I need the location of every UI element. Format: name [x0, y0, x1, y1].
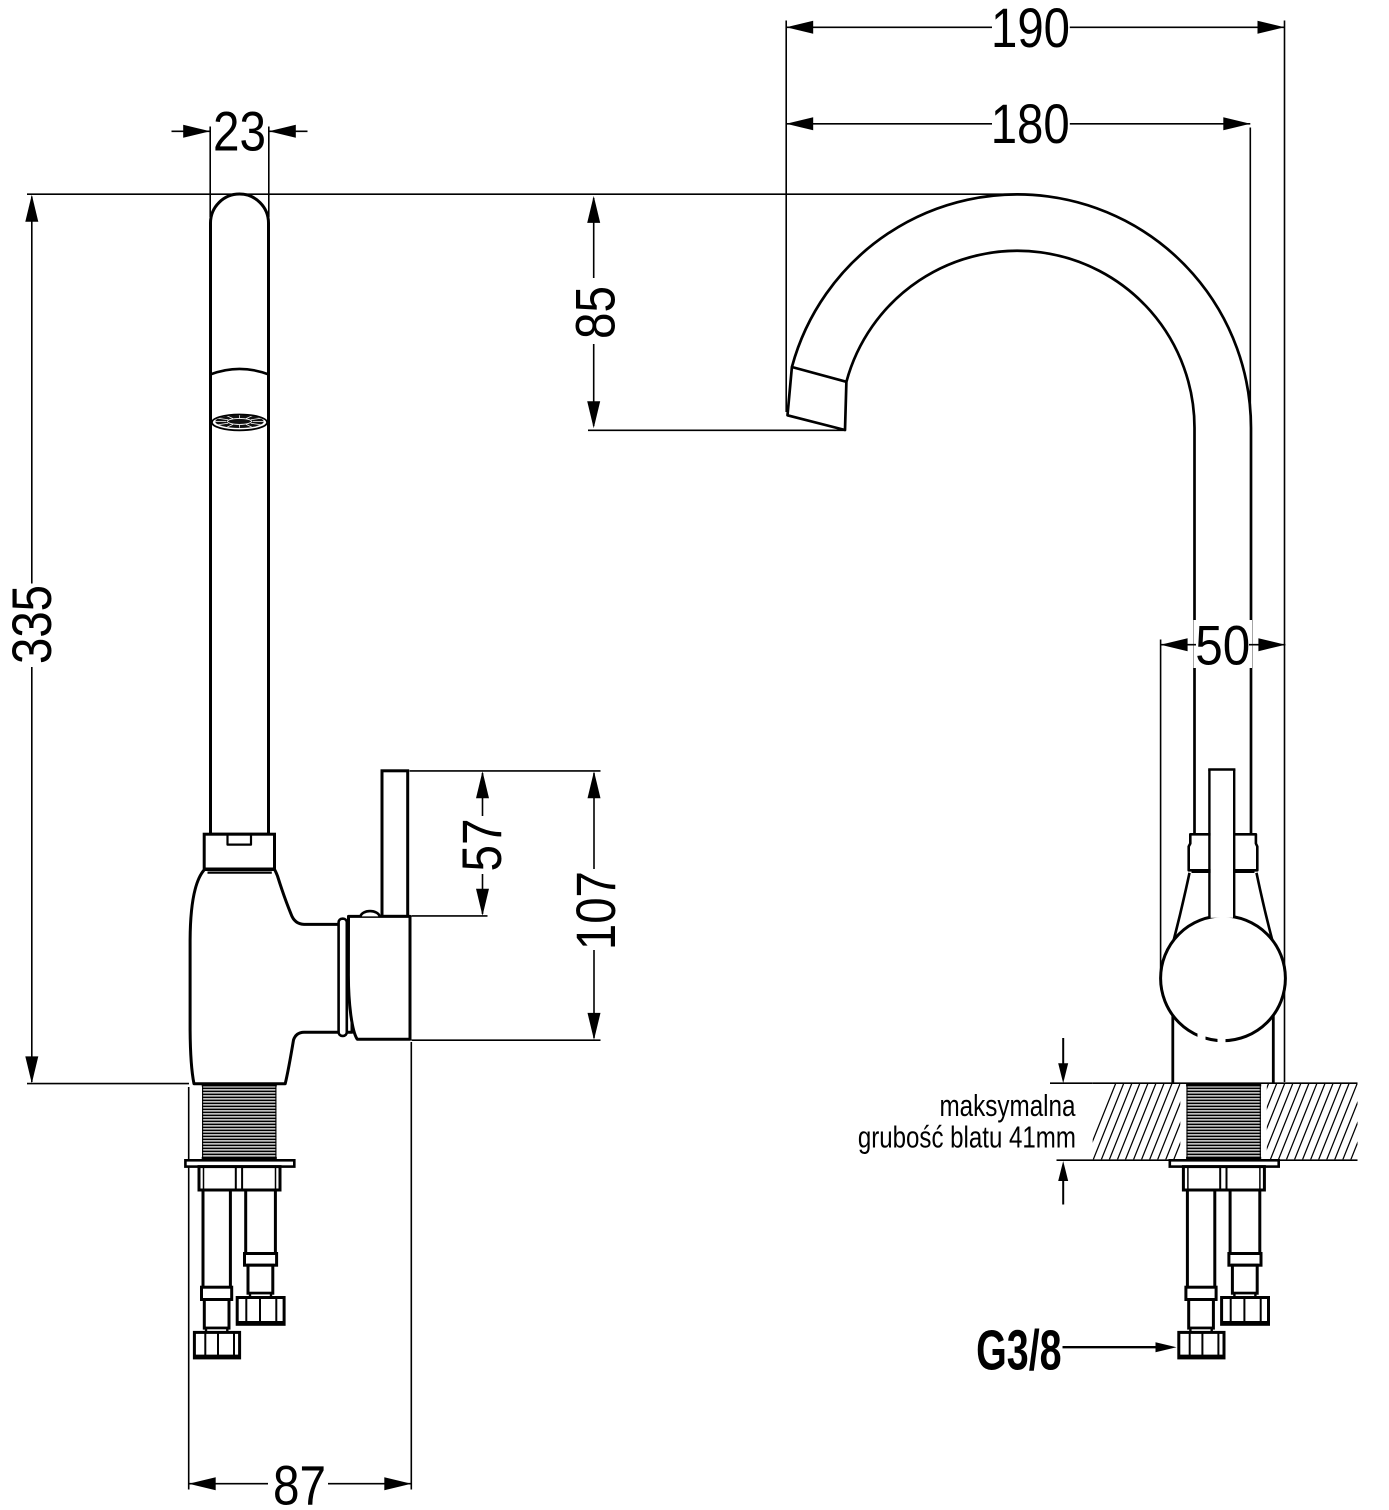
svg-text:180: 180	[991, 93, 1070, 155]
svg-text:87: 87	[273, 1454, 326, 1510]
svg-text:G3/8: G3/8	[976, 1318, 1062, 1382]
svg-text:57: 57	[451, 819, 513, 872]
svg-text:107: 107	[565, 871, 627, 950]
svg-text:85: 85	[565, 286, 627, 339]
svg-text:335: 335	[1, 585, 63, 664]
svg-text:50: 50	[1195, 614, 1250, 676]
svg-text:190: 190	[991, 0, 1070, 59]
svg-text:23: 23	[213, 100, 266, 162]
svg-text:grubość blatu 41mm: grubość blatu 41mm	[858, 1120, 1076, 1155]
svg-text:maksymalna: maksymalna	[940, 1088, 1077, 1123]
